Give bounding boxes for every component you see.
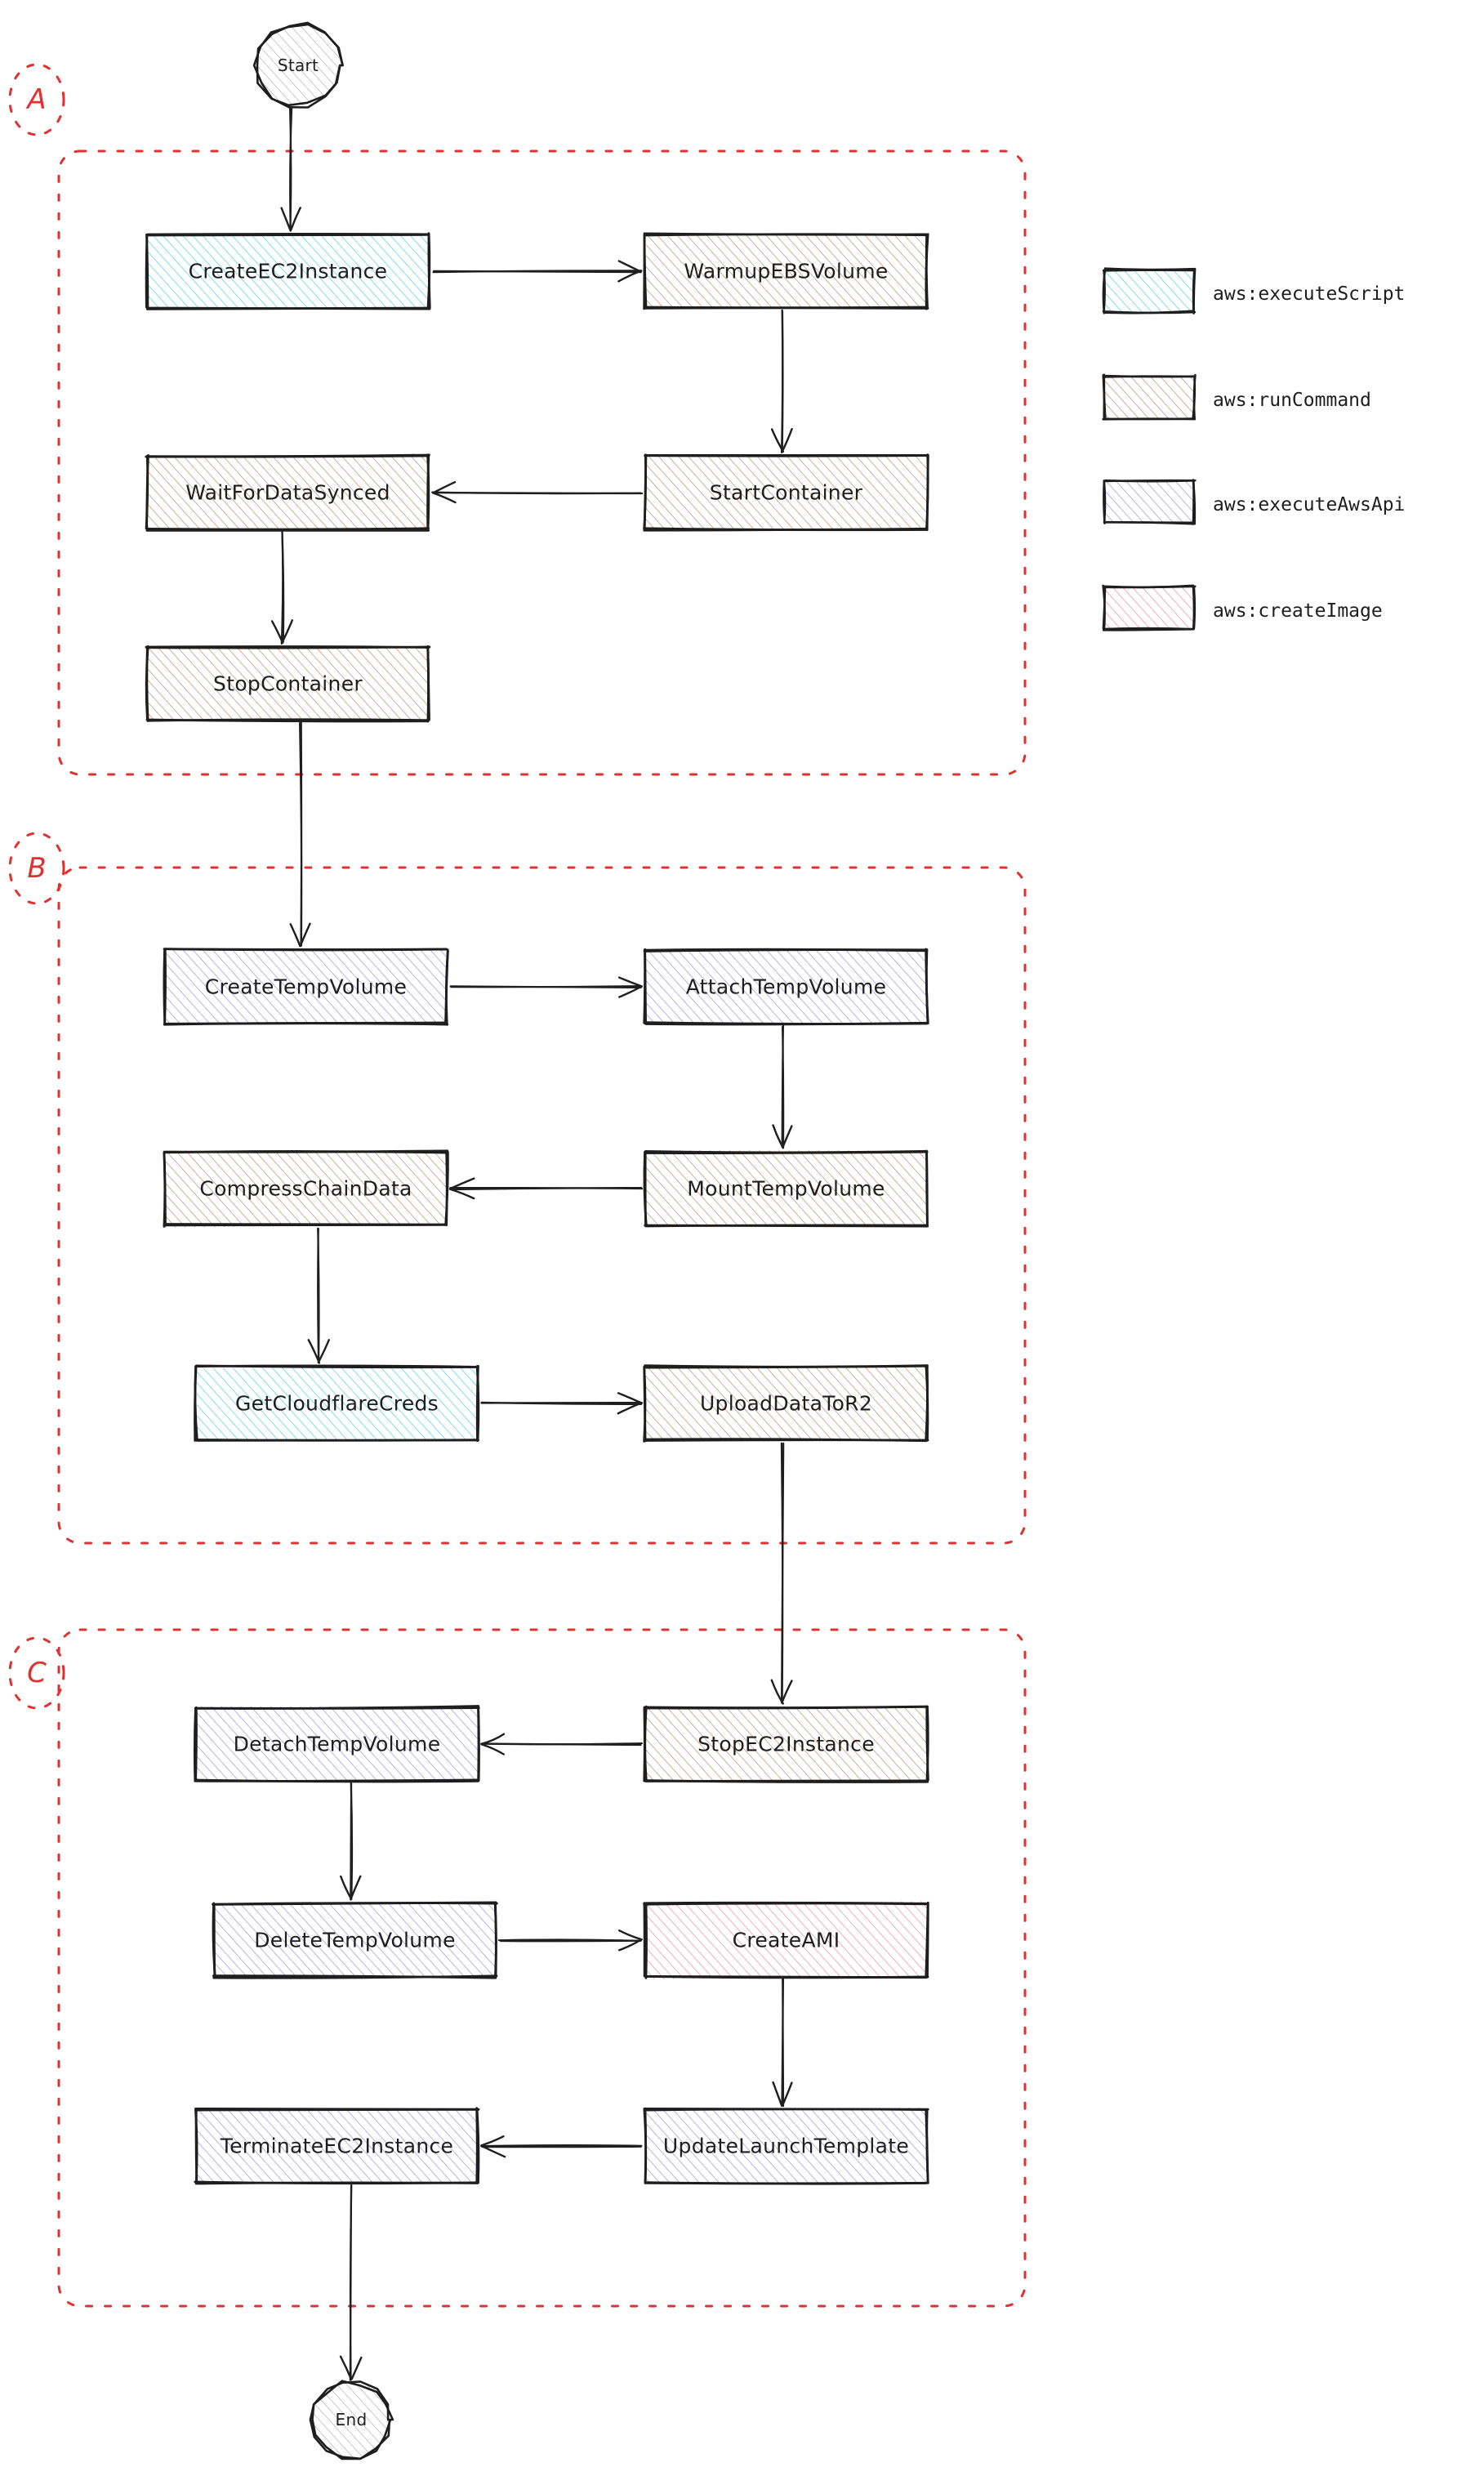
- legend-label-aws-createImage: aws:createImage: [1213, 600, 1383, 622]
- node-CreateEC2Instance[interactable]: [145, 232, 431, 310]
- edge-DetachTempVolume-to-DeleteTempVolume: [340, 1782, 362, 1901]
- legend-label-aws-executeAwsApi: aws:executeAwsApi: [1213, 494, 1406, 515]
- edge-StopEC2Instance-to-DetachTempVolume: [480, 1733, 644, 1756]
- group-badge-C: [8, 1636, 65, 1710]
- edge-MountTempVolume-to-CompressChainData: [448, 1177, 644, 1200]
- group-badge-A: [8, 63, 65, 136]
- group-letter-B: B: [27, 852, 47, 885]
- node-UploadDataToR2[interactable]: [643, 1364, 929, 1443]
- group-boundaries: [8, 63, 1027, 2308]
- edge-CreateTempVolume-to-AttachTempVolume: [449, 976, 643, 998]
- edge-StartContainer-to-WaitForDataSynced: [431, 480, 644, 504]
- legend-swatch-aws-executeAwsApi: [1103, 479, 1197, 525]
- nodes: [145, 232, 929, 2185]
- legend-swatch-aws-runCommand: [1102, 373, 1197, 421]
- node-DeleteTempVolume[interactable]: [212, 1901, 498, 1979]
- legend-label-aws-executeScript: aws:executeScript: [1213, 283, 1406, 305]
- edge-CreateEC2Instance-to-WarmupEBSVolume: [432, 260, 643, 283]
- node-WaitForDataSynced[interactable]: [145, 453, 430, 533]
- terminal-start[interactable]: [252, 21, 344, 109]
- node-StopContainer[interactable]: [145, 645, 431, 723]
- edge-AttachTempVolume-to-MountTempVolume: [772, 1024, 793, 1149]
- edge-WarmupEBSVolume-to-StartContainer: [770, 309, 793, 453]
- node-StartContainer[interactable]: [643, 453, 929, 532]
- node-GetCloudflareCreds[interactable]: [194, 1364, 480, 1443]
- node-CreateAMI[interactable]: [643, 1901, 929, 1979]
- group-badge-B: [8, 832, 65, 905]
- terminal-end[interactable]: [309, 2380, 394, 2460]
- node-MountTempVolume[interactable]: [643, 1149, 929, 1228]
- group-letter-A: A: [27, 83, 47, 116]
- group-boundary-A: [57, 149, 1027, 776]
- edge-GetCloudflareCreds-to-UploadDataToR2: [480, 1392, 644, 1415]
- terminals: [252, 21, 394, 2460]
- edges: [270, 106, 793, 2381]
- legend-swatches: [1102, 267, 1197, 631]
- edge-UpdateLaunchTemplate-to-TerminateEC2Instance: [480, 2135, 643, 2158]
- node-TerminateEC2Instance[interactable]: [194, 2107, 480, 2185]
- legend-swatch-aws-executeScript: [1102, 267, 1197, 315]
- edge-DeleteTempVolume-to-CreateAMI: [497, 1930, 643, 1952]
- node-WarmupEBSVolume[interactable]: [643, 232, 929, 310]
- node-DetachTempVolume[interactable]: [193, 1705, 480, 1783]
- node-CreateTempVolume[interactable]: [163, 948, 449, 1026]
- legend-swatch-aws-createImage: [1102, 584, 1197, 631]
- edge-UploadDataToR2-to-StopEC2Instance: [770, 1442, 793, 1705]
- group-boundary-C: [57, 1628, 1027, 2308]
- node-StopEC2Instance[interactable]: [643, 1705, 929, 1783]
- edge-WaitForDataSynced-to-StopContainer: [270, 529, 294, 645]
- node-AttachTempVolume[interactable]: [643, 948, 929, 1026]
- edge-CompressChainData-to-GetCloudflareCreds: [307, 1227, 330, 1364]
- group-letter-C: C: [27, 1657, 47, 1689]
- edge-TerminateEC2Instance-to-End: [339, 2184, 363, 2381]
- node-UpdateLaunchTemplate[interactable]: [643, 2107, 929, 2185]
- group-boundary-B: [57, 866, 1027, 1545]
- node-CompressChainData[interactable]: [163, 1149, 449, 1228]
- edge-Start-to-CreateEC2Instance: [280, 106, 301, 232]
- legend-label-aws-runCommand: aws:runCommand: [1213, 390, 1371, 411]
- edge-StopContainer-to-CreateTempVolume: [289, 721, 311, 948]
- edge-CreateAMI-to-UpdateLaunchTemplate: [772, 1978, 793, 2108]
